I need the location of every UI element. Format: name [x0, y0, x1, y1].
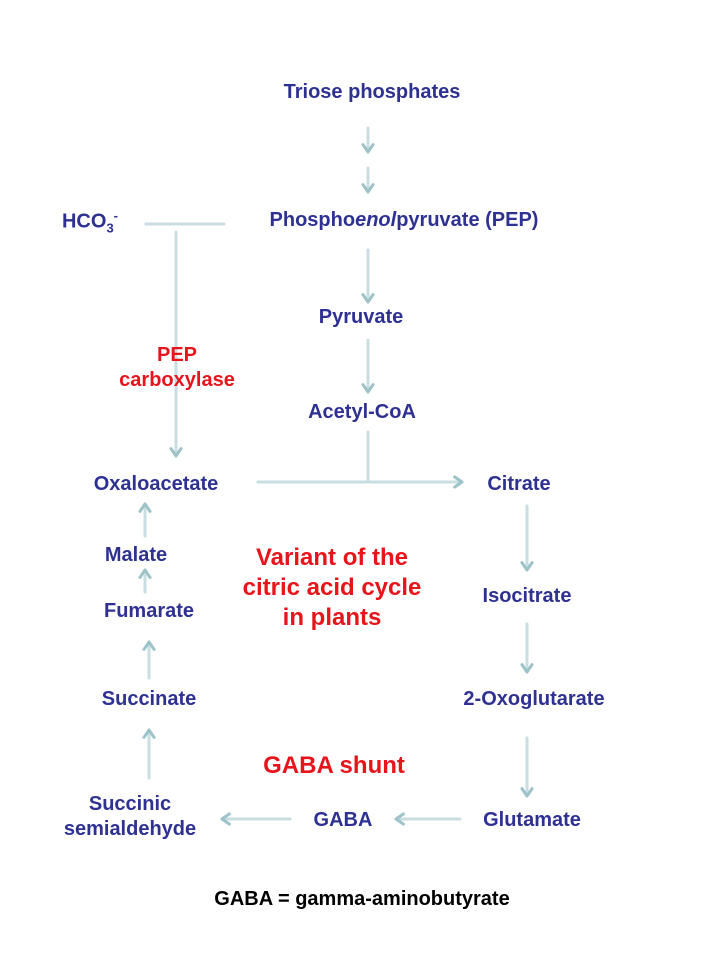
bicarbonate-superscript: - — [113, 208, 119, 223]
pep-carboxylase-label: PEP carboxylase — [119, 343, 235, 393]
bicarbonate-subscript: 3 — [106, 220, 114, 236]
arrow-pyruvate-acetylcoa-head — [361, 383, 375, 394]
acetyl-coa-label: Acetyl-CoA — [308, 401, 416, 423]
arrow-gaba-semialdehyde-head — [220, 812, 231, 826]
variant-heading-line1: Variant of the — [255, 544, 409, 571]
phosphoenolpyruvate-label: Phosphoenolpyruvate (PEP) — [270, 208, 539, 233]
succinic-semialdehyde-line2: semialdehyde — [63, 818, 197, 840]
pep-suffix: pyruvate (PEP) — [396, 209, 539, 231]
variant-heading-line2: citric acid cycle — [242, 574, 422, 601]
pep-carboxylase-line1: PEP — [156, 344, 198, 366]
oxoglutarate-label: 2-Oxoglutarate — [463, 688, 605, 710]
succinic-semialdehyde-label: Succinic semialdehyde — [64, 792, 196, 842]
arrow-oxoglutarate-glutamate-head — [520, 787, 534, 798]
variant-heading-line3: in plants — [282, 604, 382, 631]
oxaloacetate-label: Oxaloacetate — [93, 473, 219, 495]
arrow-group — [138, 126, 534, 826]
arrow-oxaloacetate-citrate-head — [453, 475, 464, 489]
pep-carboxylase-line2: carboxylase — [119, 369, 235, 391]
gaba-shunt-heading: GABA shunt — [263, 752, 405, 779]
arrow-malate-oxaloacetate-head — [138, 502, 152, 513]
succinate-label: Succinate — [101, 688, 197, 710]
malate-label: Malate — [104, 544, 168, 566]
arrow-semialdehyde-succinate-head — [142, 728, 156, 739]
citrate-label: Citrate — [487, 473, 551, 495]
pep-italic: enol — [355, 209, 397, 231]
arrow-citrate-isocitrate-head — [520, 561, 534, 572]
glutamate-label: Glutamate — [483, 809, 581, 831]
triose-phosphates-label: Triose phosphates — [283, 81, 461, 103]
arrow-fumarate-malate-head — [138, 568, 152, 579]
arrow-triose-2-head — [361, 183, 375, 194]
pyruvate-label: Pyruvate — [318, 306, 404, 328]
succinic-semialdehyde-line1: Succinic — [88, 793, 172, 815]
gaba-footnote: GABA = gamma-aminobutyrate — [214, 888, 510, 910]
isocitrate-label: Isocitrate — [482, 585, 572, 607]
arrow-isocitrate-oxoglutarate-head — [520, 663, 534, 674]
pep-prefix: Phospho — [269, 209, 356, 231]
arrow-pep-carboxylase-head — [169, 447, 183, 458]
bicarbonate-label: HCO3- — [62, 208, 118, 237]
arrow-triose-1-head — [361, 143, 375, 154]
gaba-label: GABA — [313, 809, 373, 831]
fumarate-label: Fumarate — [103, 600, 195, 622]
arrow-glutamate-gaba-head — [394, 812, 405, 826]
bicarbonate-base: HCO — [61, 210, 107, 233]
variant-cycle-heading: Variant of the citric acid cycle in plan… — [243, 543, 422, 633]
arrow-pep-pyruvate-head — [361, 293, 375, 304]
arrow-succinate-fumarate-head — [142, 640, 156, 651]
